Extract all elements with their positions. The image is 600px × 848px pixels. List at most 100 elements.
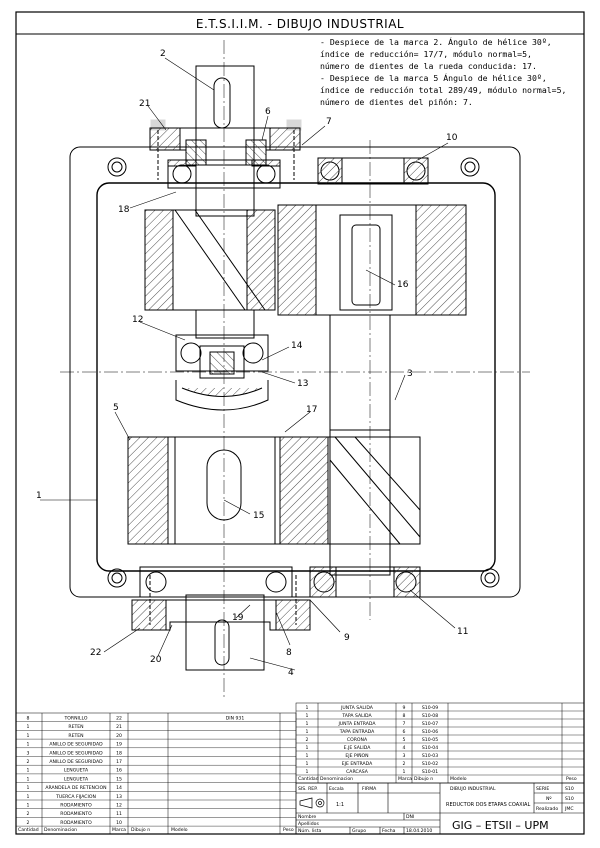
parts-left-cell-mark: 12	[116, 803, 122, 809]
tb-realizado-val: JMC	[564, 806, 574, 812]
title-block	[295, 782, 585, 835]
gearbox-assembly	[60, 40, 530, 700]
parts-right-cell-mark: 8	[403, 713, 406, 719]
parts-right-cell-code: S10-06	[422, 729, 438, 735]
parts-right-cell-qty: 1	[306, 753, 309, 759]
parts-left-cell-qty: 1	[27, 776, 30, 782]
parts-right-cell-code: S10-02	[422, 761, 438, 767]
header-dibujo: Dibujo n	[131, 827, 150, 833]
parts-left-cell-mark: 10	[116, 820, 122, 826]
tb-n-label: Nº	[546, 796, 552, 802]
parts-left-cell-name: LENGUETA	[64, 776, 89, 782]
parts-right-cell-qty: 1	[306, 713, 309, 719]
balloon-16: 16	[397, 280, 409, 290]
parts-left-cell-mark: 16	[116, 768, 122, 774]
parts-right-cell-code: S10-07	[422, 721, 438, 727]
header-peso-r: Peso	[566, 776, 577, 782]
parts-left-cell-qty: 1	[27, 768, 30, 774]
parts-right-cell-qty: 1	[306, 745, 309, 751]
tb-n: S10	[565, 796, 574, 802]
tb-sis-rep: SIS. REP.	[298, 786, 318, 792]
parts-left-cell-qty: 1	[27, 794, 30, 800]
lower-pinion	[327, 436, 421, 545]
parts-right-cell-mark: 2	[403, 761, 406, 767]
parts-left-cell-qty: 1	[27, 724, 30, 730]
header-modelo-r: Modelo	[450, 776, 467, 782]
balloon-10: 10	[446, 133, 458, 143]
sheet-title: E.T.S.I.I.M. - DIBUJO INDUSTRIAL	[196, 17, 404, 31]
parts-right-cell-qty: 1	[306, 761, 309, 767]
parts-left-cell-name: RODAMIENTO	[60, 811, 92, 817]
parts-list-right-header: Cantidad Denominacion Marca Dibujo n Mod…	[298, 776, 577, 782]
notes-block: - Despiece de la marca 2. Ángulo de héli…	[320, 36, 566, 107]
parts-right-cell-mark: 6	[403, 729, 406, 735]
parts-left-cell-mark: 22	[116, 716, 122, 722]
parts-right-cell-name: EJE PIÑON	[345, 752, 368, 759]
balloon-12: 12	[132, 315, 143, 325]
parts-left-cell-qty: 2	[27, 811, 30, 817]
header-peso: Peso	[283, 827, 294, 833]
parts-left-cell-mark: 18	[116, 750, 122, 756]
tb-escala-label: Escala	[329, 786, 344, 792]
pinion-shaft	[329, 314, 391, 576]
header-cantidad-r: Cantidad	[298, 776, 319, 782]
balloon-11: 11	[457, 627, 468, 637]
parts-left-cell-name: RETEN	[68, 724, 83, 730]
header-denominacion-r: Denominacion	[320, 776, 353, 782]
balloon-2: 2	[160, 49, 166, 59]
header-dibujo-r: Dibujo n	[414, 776, 433, 782]
balloon-21: 21	[139, 99, 150, 109]
tb-realizado: Realizado	[536, 806, 558, 812]
parts-right-cell-name: E.JE SALIDA	[344, 745, 372, 751]
parts-right-cell-qty: 1	[306, 705, 309, 711]
parts-right-cell-name: CARCASA	[346, 769, 369, 775]
parts-right-cell-mark: 1	[403, 769, 406, 775]
bearing-output	[139, 566, 293, 598]
parts-left-cell-name: LENGUETA	[64, 768, 89, 774]
tb-dni: DNI	[406, 814, 414, 820]
parts-right-cell-code: S10-01	[422, 769, 438, 775]
retaining-cup	[175, 380, 269, 411]
parts-left-cell-name: TUERCA FIJACION	[55, 794, 96, 800]
note-line-6: número de dientes del piñón: 7.	[320, 97, 473, 107]
balloon-7: 7	[326, 117, 332, 127]
title-block-text: SIS. REP. Escala FIRMA 1:1 DIBUJO INDUST…	[298, 786, 574, 834]
parts-right-cell-name: TAPA SALIDA	[341, 713, 372, 719]
tb-fecha: Fecha	[382, 828, 396, 834]
parts-left-cell-qty: 1	[27, 742, 30, 748]
header-modelo: Modelo	[171, 827, 188, 833]
balloon-3: 3	[407, 369, 413, 379]
note-line-5: índice de reducción total 289/49, módulo…	[320, 85, 566, 95]
tb-nombre: Nombre	[298, 814, 316, 820]
balloon-22: 22	[90, 648, 101, 658]
note-line-1: - Despiece de la marca 2. Ángulo de héli…	[320, 36, 552, 47]
parts-left-cell-name: ARANDELA DE RETENCION	[45, 785, 106, 791]
parts-left-cell-qty: 1	[27, 785, 30, 791]
parts-right-cell-mark: 4	[403, 745, 406, 751]
header-marca-r: Marca	[398, 776, 412, 782]
balloon-19: 19	[232, 613, 244, 623]
parts-left-cell-qty: 2	[27, 820, 30, 826]
parts-left-cell-mark: 15	[116, 776, 122, 782]
part-balloons: 1 2 3 4 5 6 7 8 9 10 11 12 13 14 15 16 1…	[36, 49, 468, 678]
balloon-1: 1	[36, 491, 42, 501]
tb-drawing-title: REDUCTOR DOS ETAPAS COAXIAL	[446, 802, 530, 808]
tb-serie-label: SERIE	[536, 786, 549, 792]
parts-left-cell-name: ANILLO DE SEGURIDAD	[49, 742, 103, 748]
tb-fecha-val: 18.04.2010	[406, 828, 432, 834]
parts-right-cell-qty: 2	[306, 737, 309, 743]
parts-right-cell-code: S10-04	[422, 745, 438, 751]
parts-right-cell-name: JUNTA SALIDA	[340, 705, 374, 711]
note-line-3: número de dientes de la rueda conducida:…	[320, 61, 537, 71]
balloon-14: 14	[291, 341, 303, 351]
parts-left-cell-qty: 3	[27, 750, 30, 756]
parts-left-cell-mark: 14	[116, 785, 122, 791]
parts-right-cell-mark: 3	[403, 753, 406, 759]
parts-list-left	[15, 712, 297, 835]
note-line-2: índice de reducción= 17/7, módulo normal…	[320, 49, 532, 59]
balloon-20: 20	[150, 655, 162, 665]
balloon-9: 9	[344, 633, 350, 643]
balloon-4: 4	[288, 668, 294, 678]
parts-left-cell-mark: 19	[116, 742, 122, 748]
